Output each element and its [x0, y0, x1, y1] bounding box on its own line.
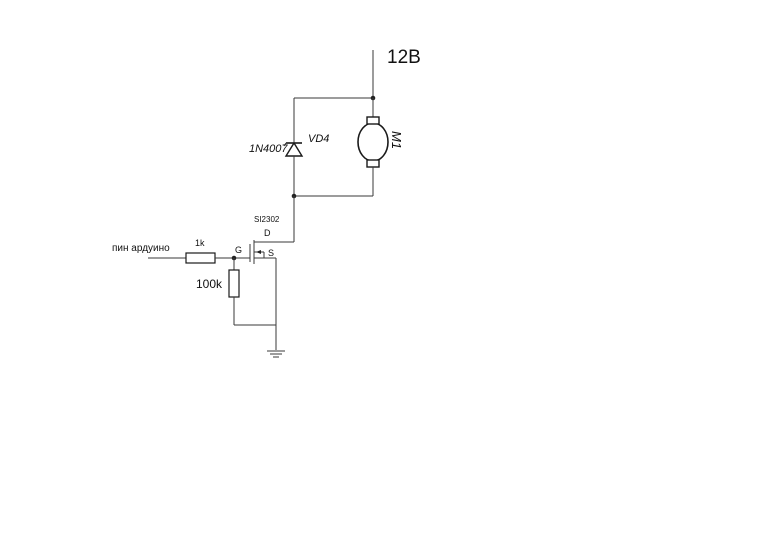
- mosfet-part-label: SI2302: [254, 215, 280, 224]
- gate-resistor: [185, 252, 216, 264]
- diode-part-label: 1N4007: [249, 143, 288, 155]
- gate-resistor-label: 1k: [195, 238, 205, 248]
- pulldown-resistor: [228, 269, 240, 298]
- supply-label: 12В: [387, 47, 421, 68]
- motor-ref-label: M1: [389, 131, 404, 149]
- diode-ref-label: VD4: [308, 133, 329, 145]
- mosfet-symbol: [249, 240, 276, 264]
- pulldown-resistor-label: 100k: [196, 277, 223, 291]
- source-label: S: [268, 248, 274, 258]
- drain-label: D: [264, 228, 271, 238]
- motor-symbol: [357, 116, 389, 168]
- ground-symbol: [267, 350, 285, 358]
- input-label: пин ардуино: [112, 243, 170, 254]
- gate-label: G: [235, 245, 242, 255]
